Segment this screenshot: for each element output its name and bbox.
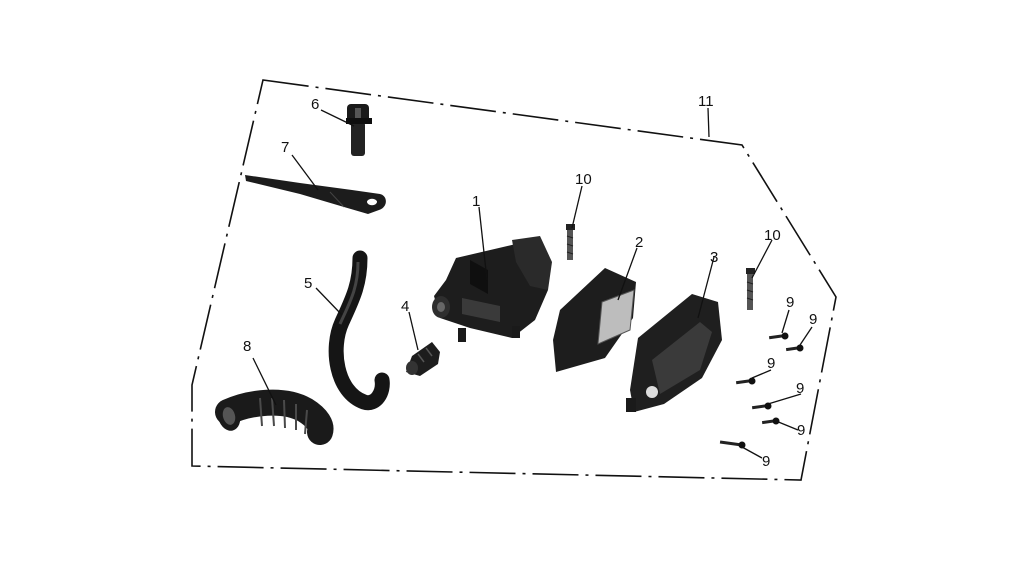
- callout-7: 7: [281, 139, 289, 156]
- screw-c: [735, 377, 756, 385]
- callout-4: 4: [401, 298, 409, 315]
- part-3-cover: [626, 294, 722, 412]
- screw-f: [719, 440, 746, 449]
- part-9-screws: [719, 332, 804, 449]
- assembly-boundary: [191, 79, 837, 481]
- screw-b: [785, 344, 804, 352]
- callout-labels: 6 7 1 10 2 3 10 4 5 8 11 9 9 9 9 9 9: [243, 93, 817, 470]
- part-2-reed-plate: [553, 268, 636, 372]
- callout-1: 1: [472, 193, 480, 210]
- part-1-valve-housing: [432, 236, 552, 342]
- leader-lines: [252, 107, 813, 459]
- part-7-bracket: [245, 175, 386, 214]
- screw-a: [768, 332, 789, 340]
- screw-d: [751, 402, 772, 410]
- callout-9-f: 9: [762, 453, 770, 470]
- callout-3: 3: [710, 249, 718, 266]
- callout-2: 2: [635, 234, 643, 251]
- part-4-fitting: [406, 342, 440, 376]
- callout-9-b: 9: [809, 311, 817, 328]
- callout-10-upper: 10: [575, 171, 592, 188]
- part-6-sensor: [346, 104, 372, 156]
- callout-9-c: 9: [767, 355, 775, 372]
- callout-9-d: 9: [796, 380, 804, 397]
- callout-10-right: 10: [764, 227, 781, 244]
- part-8-intake-hose: [215, 389, 334, 445]
- callout-6: 6: [311, 96, 319, 113]
- callout-11: 11: [698, 93, 714, 110]
- callout-9-a: 9: [786, 294, 794, 311]
- part-10-bolt-right: [746, 268, 755, 310]
- callout-8: 8: [243, 338, 251, 355]
- callout-9-e: 9: [797, 422, 805, 439]
- part-10-bolt-upper: [566, 224, 575, 260]
- part-5-hose: [328, 250, 390, 411]
- callout-5: 5: [304, 275, 312, 292]
